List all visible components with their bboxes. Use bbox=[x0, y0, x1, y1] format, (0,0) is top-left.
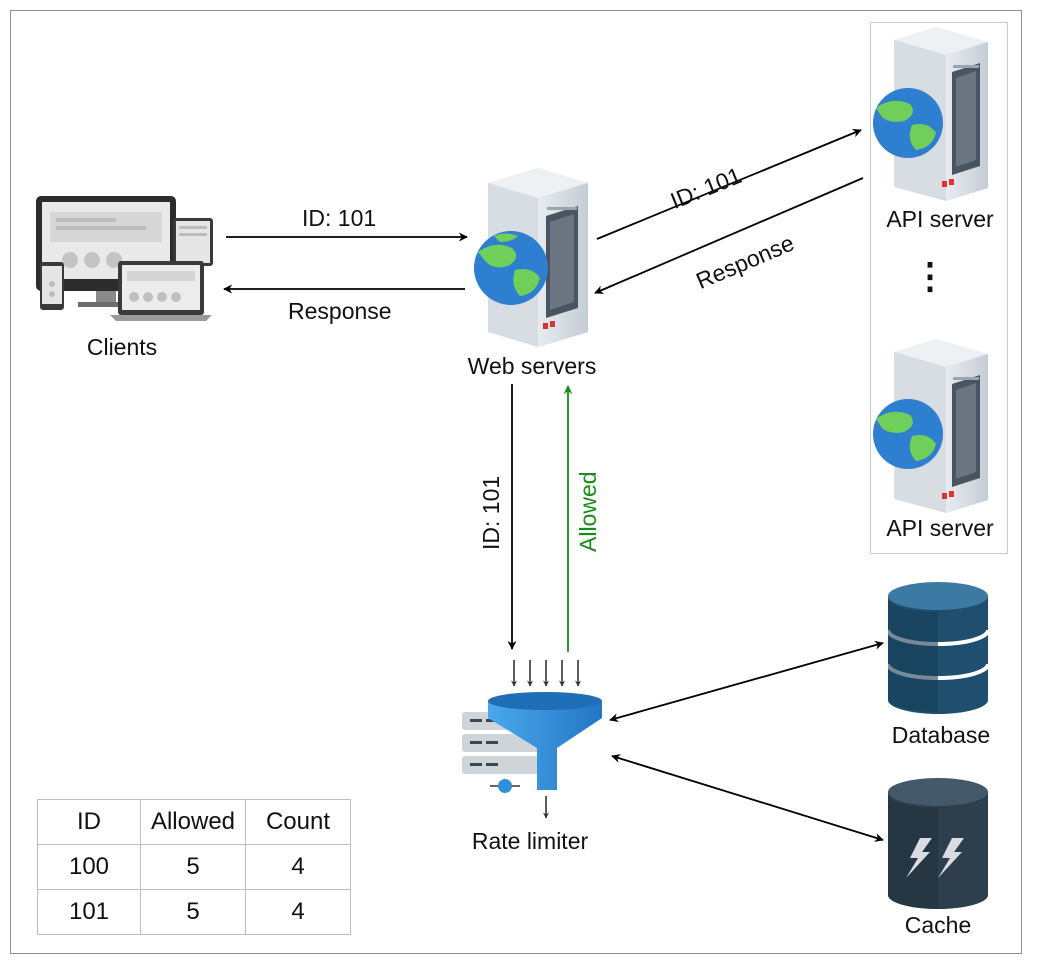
edge-label-limiter-to-web: Allowed bbox=[575, 471, 601, 552]
cache-lightning-icon bbox=[888, 778, 988, 909]
table-header-count: Count bbox=[245, 799, 351, 845]
table-row: 100 5 4 bbox=[37, 844, 351, 890]
edge-label-client-to-web: ID: 101 bbox=[302, 205, 377, 231]
node-label-rate-limiter: Rate limiter bbox=[471, 828, 589, 854]
web-server-icon bbox=[474, 168, 588, 347]
web-server-icon bbox=[873, 339, 988, 513]
devices-icon bbox=[36, 196, 213, 321]
table-cell: 100 bbox=[37, 844, 141, 890]
node-label-web-servers: Web servers bbox=[467, 353, 597, 379]
web-server-icon bbox=[873, 27, 988, 201]
api-server-group bbox=[870, 22, 1008, 554]
database-icon bbox=[886, 582, 990, 714]
table-header-allowed: Allowed bbox=[140, 799, 246, 845]
table-header-id: ID bbox=[37, 799, 141, 845]
table-header-row: ID Allowed Count bbox=[37, 799, 351, 845]
table-cell: 4 bbox=[245, 889, 351, 935]
node-label-clients: Clients bbox=[86, 334, 158, 360]
arrow-limiter-cache bbox=[611, 754, 884, 842]
node-label-database: Database bbox=[891, 722, 991, 748]
diagram-border bbox=[10, 10, 1022, 954]
rate-limit-table: ID Allowed Count 100 5 4 101 5 4 bbox=[37, 799, 351, 935]
arrow-limiter-database bbox=[609, 640, 884, 723]
edge-label-web-to-limiter: ID: 101 bbox=[478, 475, 504, 550]
table-cell: 5 bbox=[140, 889, 246, 935]
table-cell: 101 bbox=[37, 889, 141, 935]
arrow-api-to-web bbox=[594, 177, 864, 294]
table-row: 101 5 4 bbox=[37, 889, 351, 935]
arrow-web-to-api bbox=[596, 128, 862, 240]
node-label-ellipsis: ⋮ bbox=[912, 255, 948, 296]
node-label-api-server-2: API server bbox=[886, 515, 994, 541]
node-label-cache: Cache bbox=[904, 912, 972, 938]
table-cell: 5 bbox=[140, 844, 246, 890]
edge-label-web-to-client: Response bbox=[288, 298, 392, 324]
funnel-filter-icon bbox=[462, 660, 602, 819]
node-label-api-server-1: API server bbox=[886, 206, 994, 232]
table-cell: 4 bbox=[245, 844, 351, 890]
